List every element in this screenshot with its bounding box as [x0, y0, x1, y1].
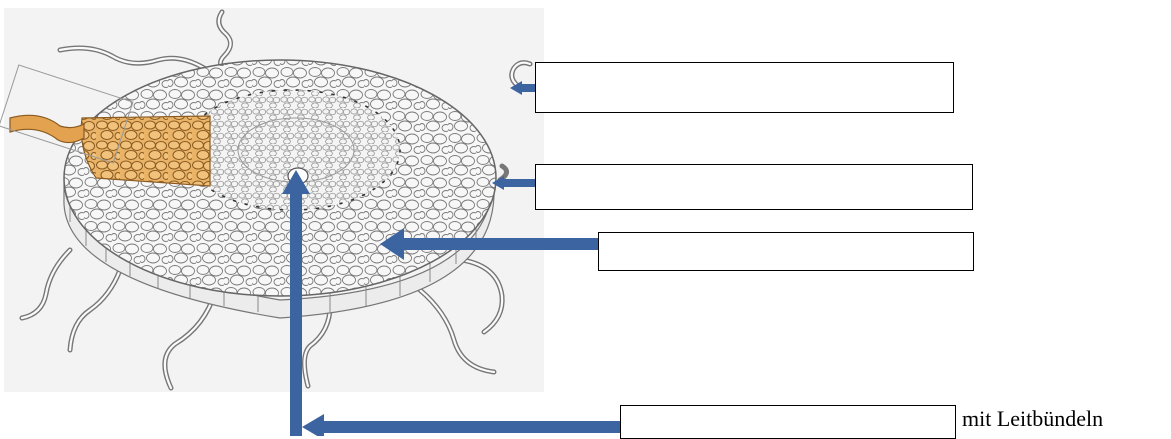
- label-box-3[interactable]: [598, 232, 974, 271]
- label-box-1[interactable]: [535, 62, 954, 113]
- bottom-caption: mit Leitbündeln: [962, 406, 1103, 432]
- label-box-2[interactable]: [535, 164, 973, 210]
- label-box-4[interactable]: [620, 405, 956, 439]
- highlighted-section: [81, 116, 210, 186]
